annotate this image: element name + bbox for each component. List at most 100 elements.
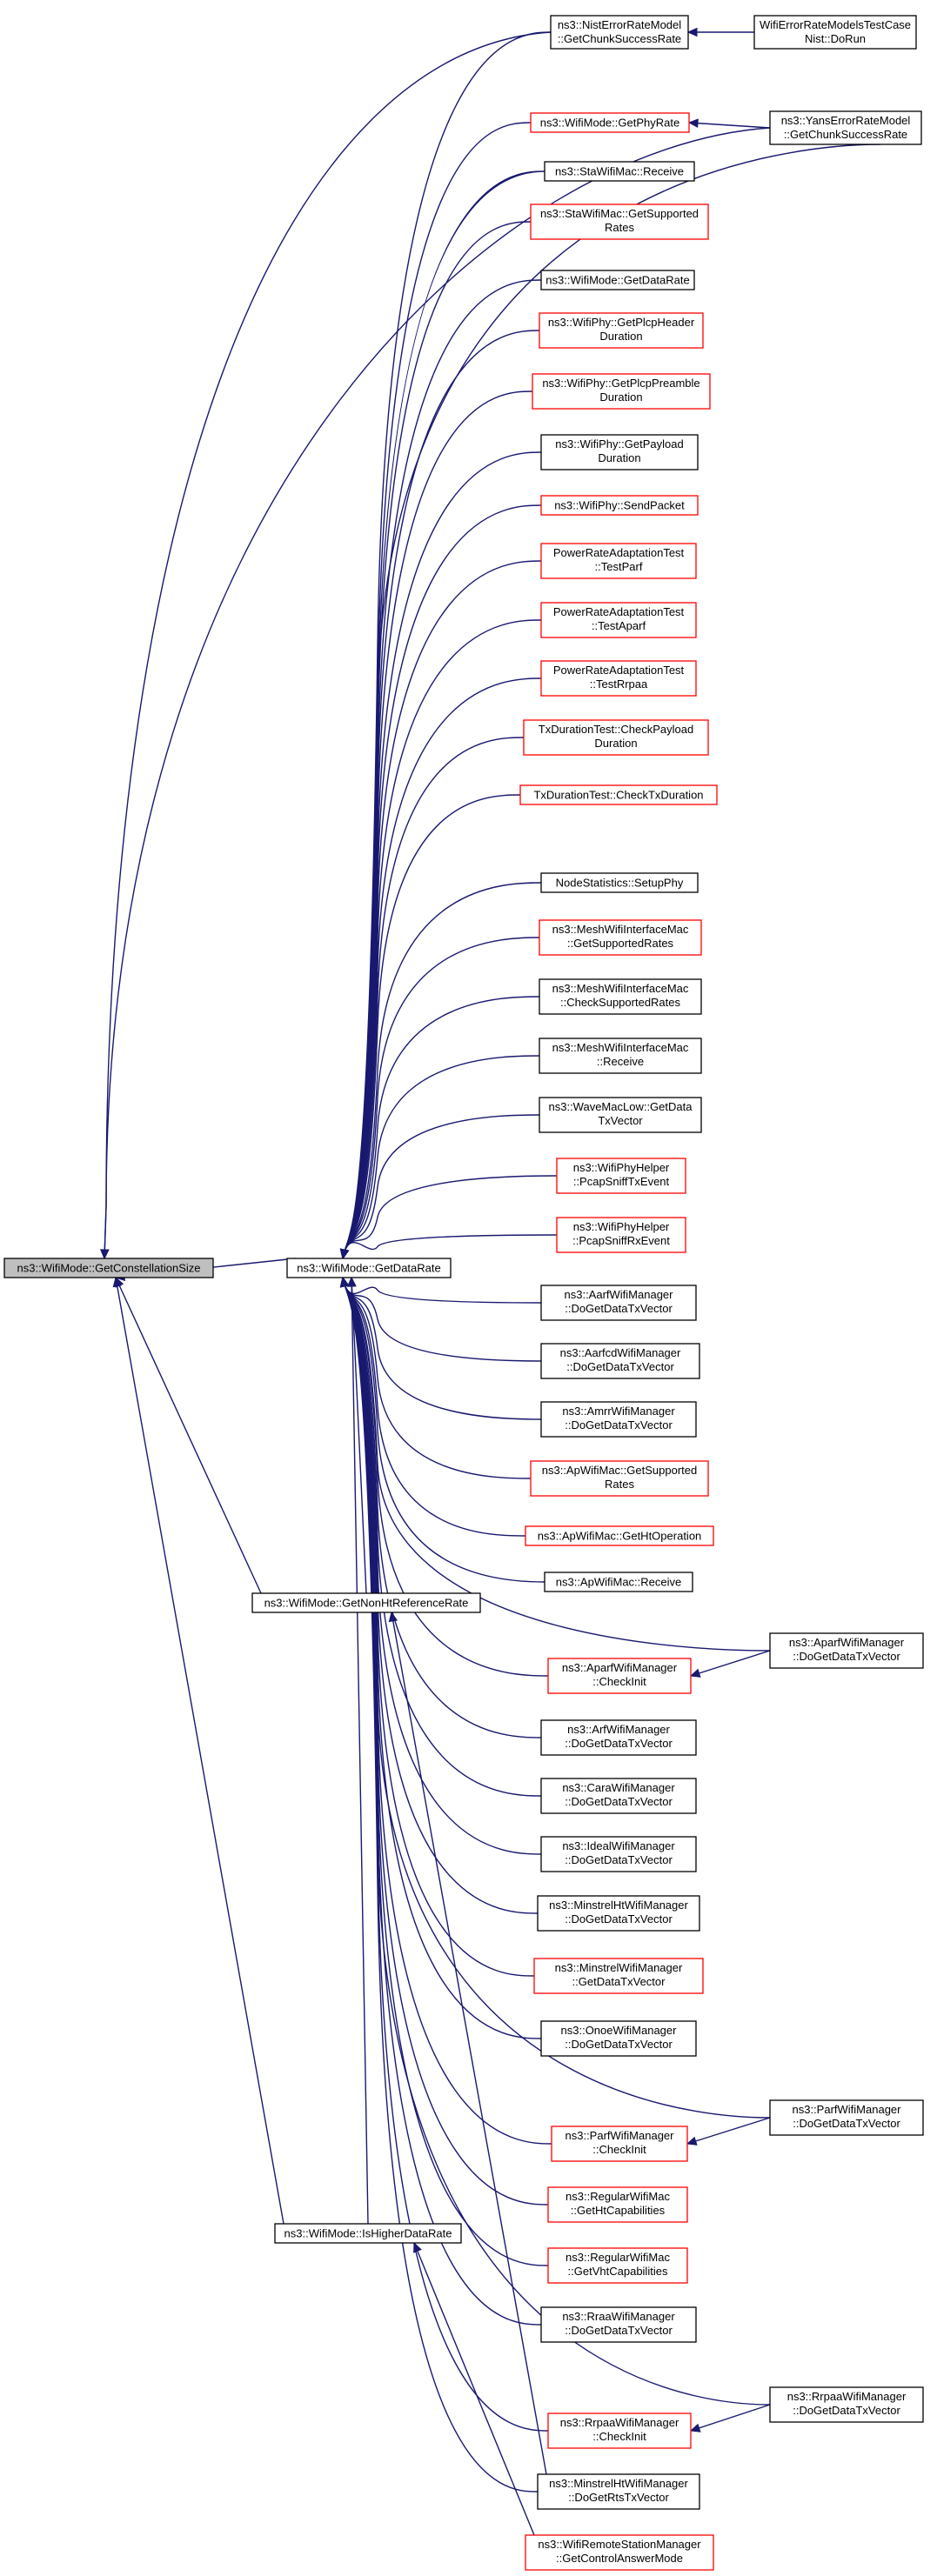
node-pcaprx[interactable]: ns3::WifiPhyHelper::PcapSniffRxEvent (556, 1217, 686, 1253)
node-label: ::Receive (597, 1055, 644, 1068)
node-root[interactable]: ns3::WifiMode::GetConstellationSize (3, 1258, 214, 1278)
node-label: WifiErrorRateModelsTestCase (760, 18, 911, 31)
node-wave[interactable]: ns3::WaveMacLow::GetDataTxVector (539, 1097, 702, 1133)
node-remote[interactable]: ns3::WifiRemoteStationManager::GetContro… (525, 2534, 714, 2571)
node-cara[interactable]: ns3::CaraWifiManager::DoGetDataTxVector (540, 1778, 697, 1814)
node-box (540, 1401, 697, 1438)
node-label: ::CheckInit (592, 2430, 646, 2443)
node-minstrel[interactable]: ns3::MinstrelWifiManager::GetDataTxVecto… (533, 1958, 704, 1994)
node-label: ::GetVhtCapabilities (568, 2265, 668, 2278)
node-rrpaa[interactable]: PowerRateAdaptationTest::TestRrpaa (540, 660, 697, 697)
node-label: ::CheckSupportedRates (560, 996, 681, 1009)
node-nodestats[interactable]: NodeStatistics::SetupPhy (540, 872, 699, 893)
node-amrr[interactable]: ns3::AmrrWifiManager::DoGetDataTxVector (540, 1401, 697, 1438)
node-ideal[interactable]: ns3::IdealWifiManager::DoGetDataTxVector (540, 1836, 697, 1872)
node-getdatarate[interactable]: ns3::WifiMode::GetDataRate (286, 1258, 452, 1278)
edge-ishigher-to-getdatarate (351, 1277, 369, 2225)
node-label: ::GetChunkSuccessRate (784, 128, 907, 141)
edge-getnonht-to-getdatarate (351, 1277, 367, 1594)
node-box (537, 2473, 700, 2510)
node-box (539, 1038, 702, 1074)
node-regvht[interactable]: ns3::RegularWifiMac::GetVhtCapabilities (547, 2247, 688, 2284)
node-pcaptx[interactable]: ns3::WifiPhyHelper::PcapSniffTxEvent (556, 1158, 686, 1194)
node-aarf[interactable]: ns3::AarfWifiManager::DoGetDataTxVector (540, 1285, 697, 1321)
node-label: Rates (605, 221, 634, 234)
node-label: Duration (598, 451, 640, 464)
node-label: ns3::AmrrWifiManager (562, 1405, 675, 1418)
node-box (540, 1836, 697, 1872)
edge-aprecv-to-getdatarate (342, 1277, 545, 1583)
node-apsupp[interactable]: ns3::ApWifiMac::GetSupportedRates (530, 1460, 709, 1497)
node-box (769, 1632, 924, 1669)
edge-minstrelrts-to-getdatarate-arrow (339, 1276, 350, 1288)
node-aarfcd[interactable]: ns3::AarfcdWifiManager::DoGetDataTxVecto… (540, 1343, 700, 1379)
node-box (540, 872, 699, 893)
node-getphyrate[interactable]: ns3::WifiMode::GetPhyRate (530, 112, 690, 133)
node-label: ::GetHtCapabilities (571, 2204, 666, 2217)
node-label: ::DoGetDataTxVector (793, 2404, 900, 2417)
node-label: ::DoGetDataTxVector (565, 1912, 673, 1925)
node-label: ns3::NistErrorRateModel (558, 18, 681, 31)
node-aparfdg[interactable]: ns3::AparfWifiManager::DoGetDataTxVector (769, 1632, 924, 1669)
node-label: ns3::MinstrelHtWifiManager (549, 1899, 688, 1912)
node-yans[interactable]: ns3::YansErrorRateModel::GetChunkSuccess… (769, 110, 922, 145)
node-rraa[interactable]: ns3::RraaWifiManager::DoGetDataTxVector (540, 2306, 697, 2343)
node-onoe[interactable]: ns3::OnoeWifiManager::DoGetDataTxVector (540, 2020, 697, 2057)
node-arf[interactable]: ns3::ArfWifiManager::DoGetDataTxVector (540, 1719, 697, 1756)
node-label: PowerRateAdaptationTest (553, 605, 685, 618)
node-label: ns3::RegularWifiMac (566, 2190, 670, 2203)
node-sendpkt[interactable]: ns3::WifiPhy::SendPacket (540, 495, 699, 516)
node-meshrecv[interactable]: ns3::MeshWifiInterfaceMac::Receive (539, 1038, 702, 1074)
node-parf[interactable]: PowerRateAdaptationTest::TestParf (540, 543, 697, 579)
node-label: TxVector (598, 1114, 643, 1127)
node-txduration[interactable]: TxDurationTest::CheckTxDuration (519, 784, 718, 805)
node-meshcheck[interactable]: ns3::MeshWifiInterfaceMac::CheckSupporte… (539, 978, 702, 1015)
node-getnonht[interactable]: ns3::WifiMode::GetNonHtReferenceRate (251, 1592, 481, 1613)
node-box (540, 1285, 697, 1321)
edge-yans-to-getdatarate (342, 143, 881, 1259)
node-label: Duration (599, 390, 642, 404)
node-box (274, 2223, 462, 2244)
node-label: ns3::AparfWifiManager (789, 1636, 905, 1649)
node-label: ns3::MeshWifiInterfaceMac (552, 923, 689, 936)
node-aprecv[interactable]: ns3::ApWifiMac::Receive (544, 1572, 693, 1592)
node-box (530, 204, 709, 240)
node-minstrelht[interactable]: ns3::MinstrelHtWifiManager::DoGetDataTxV… (537, 1895, 700, 1932)
node-rrpaadg[interactable]: ns3::RrpaaWifiManager::DoGetDataTxVector (769, 2386, 924, 2423)
node-stasupp[interactable]: ns3::StaWifiMac::GetSupportedRates (530, 204, 709, 240)
node-aparf[interactable]: PowerRateAdaptationTest::TestAparf (540, 602, 697, 638)
node-label: ::PcapSniffRxEvent (572, 1234, 670, 1247)
node-starecv[interactable]: ns3::StaWifiMac::Receive (544, 161, 695, 182)
node-label: ns3::WifiPhy::GetPayload (555, 437, 683, 450)
node-box (540, 495, 699, 516)
node-box (540, 2306, 697, 2343)
node-box (540, 543, 697, 579)
edge-getnonht-to-root (115, 1277, 262, 1594)
node-label: ::CheckInit (592, 1675, 646, 1688)
node-label: ns3::WifiMode::GetNonHtReferenceRate (264, 1597, 469, 1610)
node-aparfci[interactable]: ns3::AparfWifiManager::CheckInit (547, 1658, 692, 1694)
edge-ishigher-to-root-arrow (112, 1276, 123, 1288)
edge-payload-to-getdatarate (342, 451, 542, 1259)
node-box (769, 110, 922, 145)
node-box (540, 2020, 697, 2057)
node-label: ns3::WifiMode::GetDataRate (297, 1262, 440, 1275)
node-box (519, 784, 718, 805)
node-parfci[interactable]: ns3::ParfWifiManager::CheckInit (551, 2126, 688, 2162)
node-ishigher[interactable]: ns3::WifiMode::IsHigherDataRate (274, 2223, 462, 2244)
node-box (539, 978, 702, 1015)
node-minstrelrts[interactable]: ns3::MinstrelHtWifiManager::DoGetRtsTxVe… (537, 2473, 700, 2510)
node-nist[interactable]: ns3::NistErrorRateModel::GetChunkSuccess… (550, 15, 689, 50)
node-label: ns3::WifiPhyHelper (573, 1161, 670, 1174)
node-reght[interactable]: ns3::RegularWifiMac::GetHtCapabilities (547, 2186, 688, 2223)
node-parfdg[interactable]: ns3::ParfWifiManager::DoGetDataTxVector (769, 2099, 924, 2136)
node-rrpaaci[interactable]: ns3::RrpaaWifiManager::CheckInit (547, 2412, 692, 2449)
node-apht[interactable]: ns3::ApWifiMac::GetHtOperation (525, 1525, 714, 1546)
node-meshsupp[interactable]: ns3::MeshWifiInterfaceMac::GetSupportedR… (539, 919, 702, 956)
node-getdatarate2[interactable]: ns3::WifiMode::GetDataRate (540, 270, 695, 290)
